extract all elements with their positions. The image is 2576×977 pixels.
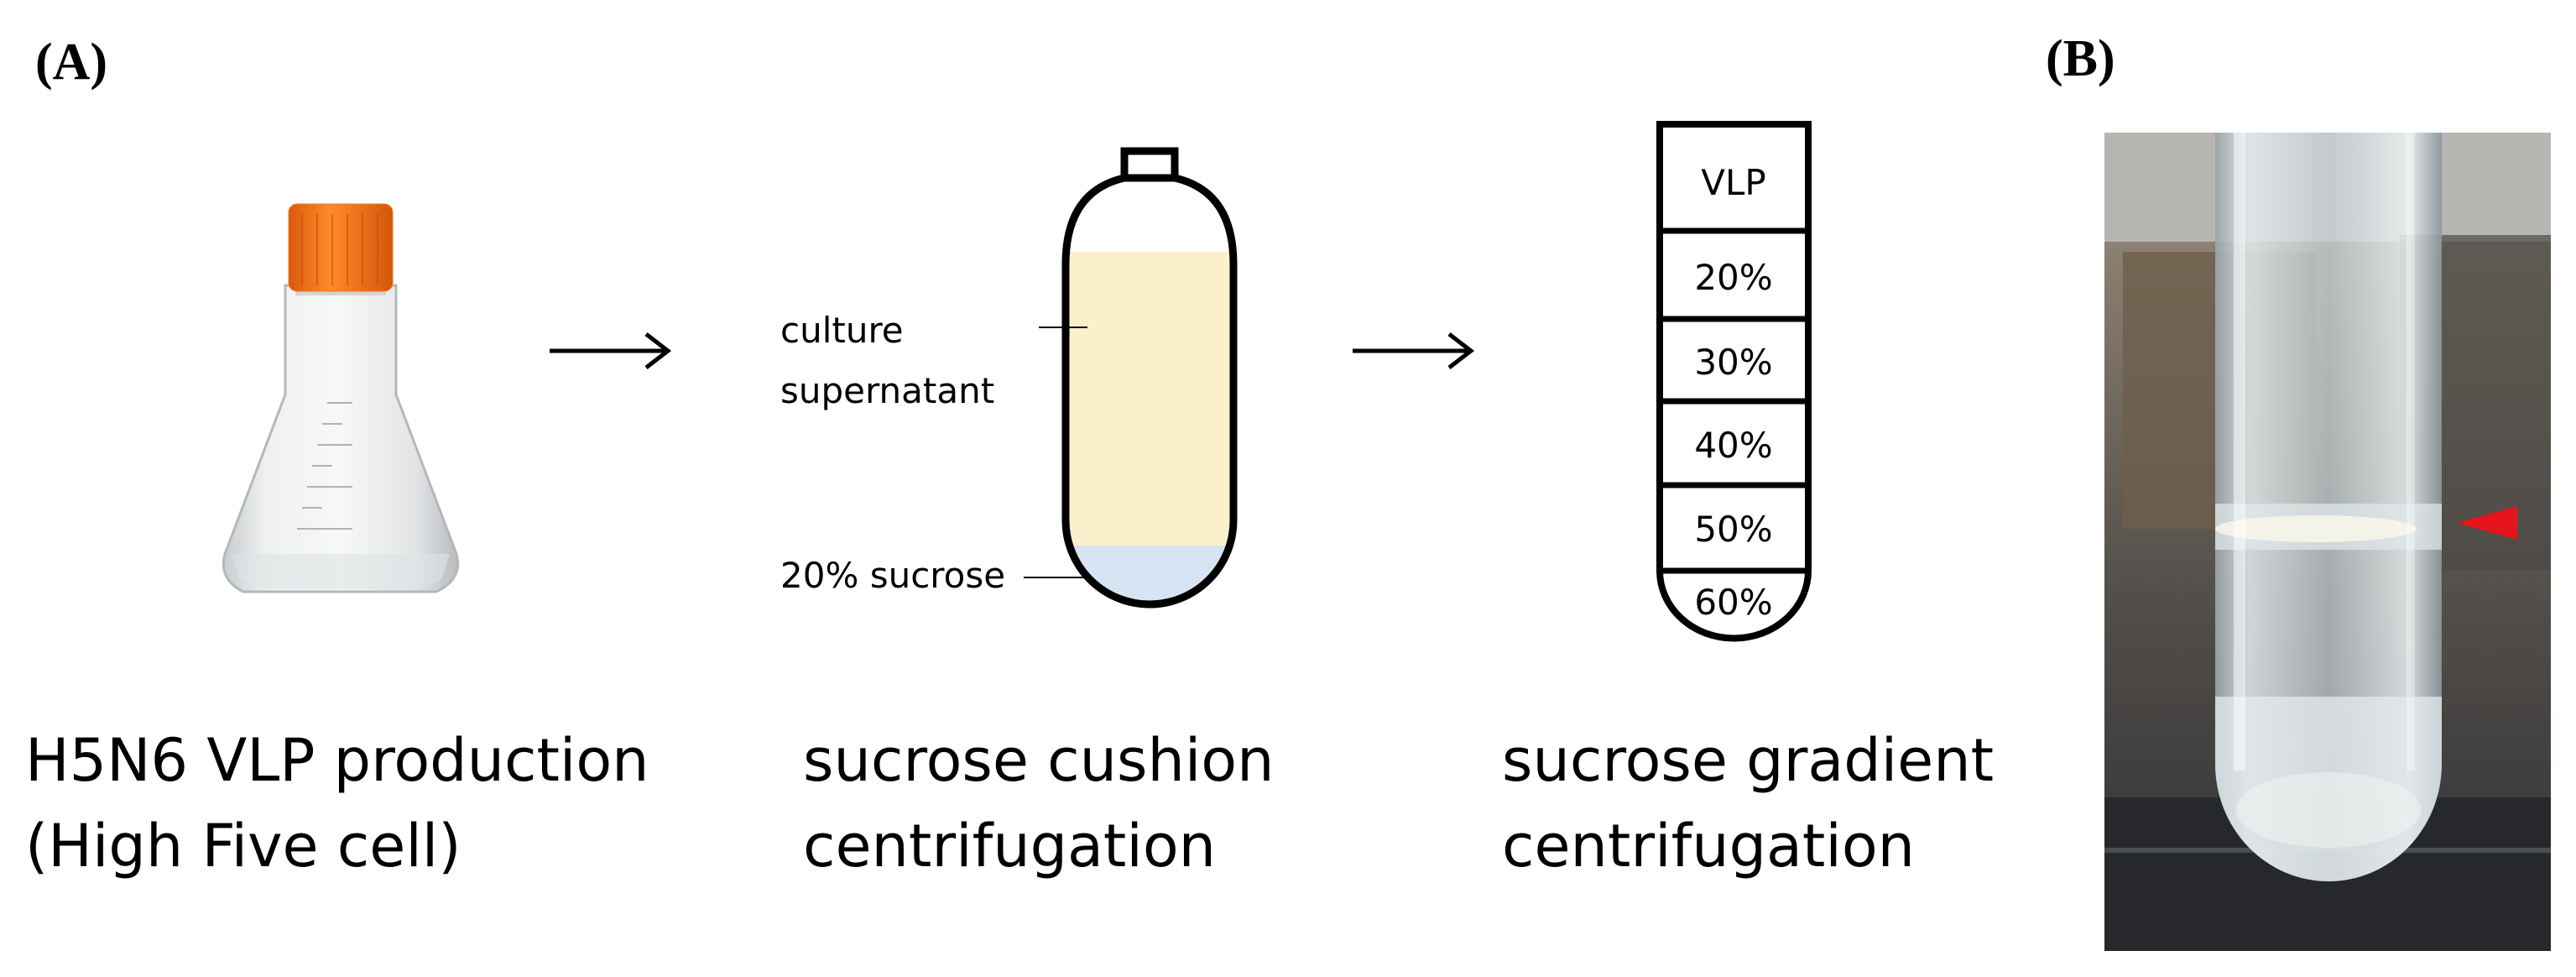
arrow-right-icon: [1353, 332, 1475, 369]
cushion-centrifuge-tube: [1024, 147, 1238, 609]
vlp-band: [2215, 515, 2417, 542]
band-marker-arrow-icon: [2457, 506, 2517, 540]
erlenmeyer-flask-icon: [222, 203, 459, 593]
step1-caption-line2: (High Five cell): [25, 812, 461, 880]
step3-caption-line1: sucrose gradient: [1502, 726, 1994, 795]
panel-a-label: (A): [35, 34, 107, 91]
tube-photo: [2104, 133, 2551, 951]
step3-caption-line2: centrifugation: [1502, 812, 1915, 880]
step2-caption-line2: centrifugation: [803, 812, 1216, 880]
panel-b-label: (B): [2046, 30, 2115, 87]
gradient-centrifuge-tube: VLP 20% 30% 40% 50% 60%: [1656, 121, 1812, 642]
step1-caption-line1: H5N6 VLP production: [25, 726, 649, 795]
arrow-right-icon: [550, 332, 672, 369]
supernatant-label-line2: supernatant: [780, 370, 994, 411]
supernatant-layer: [1066, 252, 1233, 546]
gradient-layer-label: 30%: [1694, 342, 1772, 383]
step2-caption-line1: sucrose cushion: [803, 726, 1275, 795]
supernatant-label-line1: culture: [780, 310, 904, 351]
gradient-layer-label: VLP: [1701, 162, 1765, 203]
gradient-layer-label: 60%: [1694, 582, 1772, 623]
flask-cap: [288, 203, 394, 292]
gradient-layer-label: 20%: [1694, 257, 1772, 298]
gradient-layer-label: 40%: [1694, 425, 1772, 466]
gradient-layer-label: 50%: [1694, 509, 1772, 550]
sucrose-label: 20% sucrose: [780, 555, 1005, 596]
